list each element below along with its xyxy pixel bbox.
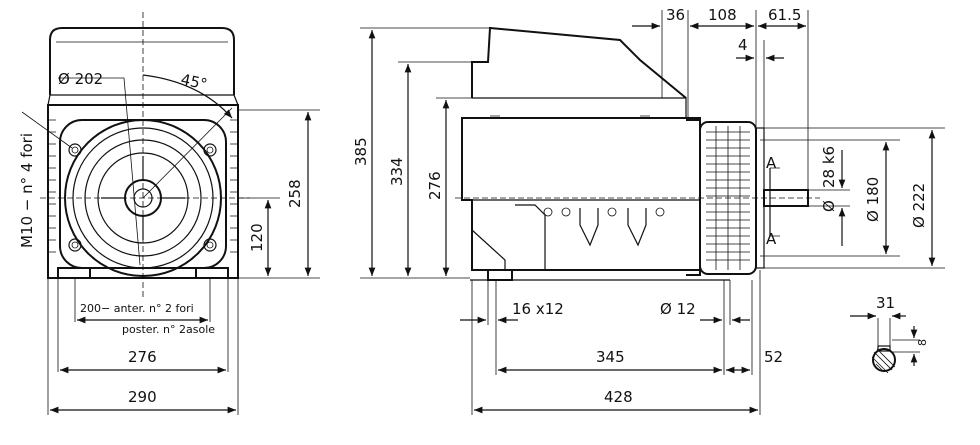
- dim-276-width: 276: [128, 348, 157, 366]
- dim-290: 290: [128, 388, 157, 406]
- label-rear-slots: poster. n° 2asole: [122, 323, 215, 336]
- dim-dia-222: Ø 222: [910, 183, 928, 228]
- section-A-top: A: [766, 154, 777, 172]
- front-horizontal-dims: [47, 278, 239, 415]
- dim-angle-45: 45°: [179, 70, 209, 93]
- dim-16x12: 16 x12: [512, 300, 564, 318]
- dim-428: 428: [604, 388, 633, 406]
- label-m10-holes: M10 − n° 4 fori: [18, 133, 36, 248]
- bolt-holes: [68, 143, 217, 252]
- front-vertical-dims: [238, 109, 320, 279]
- dim-385: 385: [352, 137, 370, 166]
- front-fins-left: [48, 119, 56, 253]
- dim-258: 258: [286, 179, 304, 208]
- dim-dia-12: Ø 12: [660, 300, 696, 318]
- dim-8: 8: [916, 339, 929, 346]
- dim-dia-180: Ø 180: [864, 177, 882, 222]
- label-200-front-holes: 200− anter. n° 2 fori: [80, 302, 194, 315]
- section-A-bottom: A: [766, 230, 777, 248]
- dim-36: 36: [666, 6, 685, 24]
- dim-31: 31: [876, 294, 895, 312]
- dim-108: 108: [708, 6, 737, 24]
- side-top-dims: [632, 10, 809, 190]
- dim-61-5: 61.5: [768, 6, 801, 24]
- dim-dia-202: Ø 202: [58, 70, 103, 88]
- front-fins-right: [230, 119, 238, 253]
- dim-345: 345: [596, 348, 625, 366]
- dim-28k6: 28 k6: [820, 146, 838, 188]
- side-bottom-dims: [460, 270, 761, 415]
- side-right-dims: [760, 127, 945, 269]
- dim-52: 52: [764, 348, 783, 366]
- dim-4: 4: [738, 36, 748, 54]
- section-a-a: [850, 312, 920, 374]
- dim-shaft-dia: Ø: [820, 200, 838, 212]
- side-vertical-dims: [360, 27, 490, 279]
- dim-276-height: 276: [426, 171, 444, 200]
- front-view: [40, 12, 250, 300]
- dim-334: 334: [388, 157, 406, 186]
- dim-120: 120: [248, 223, 266, 252]
